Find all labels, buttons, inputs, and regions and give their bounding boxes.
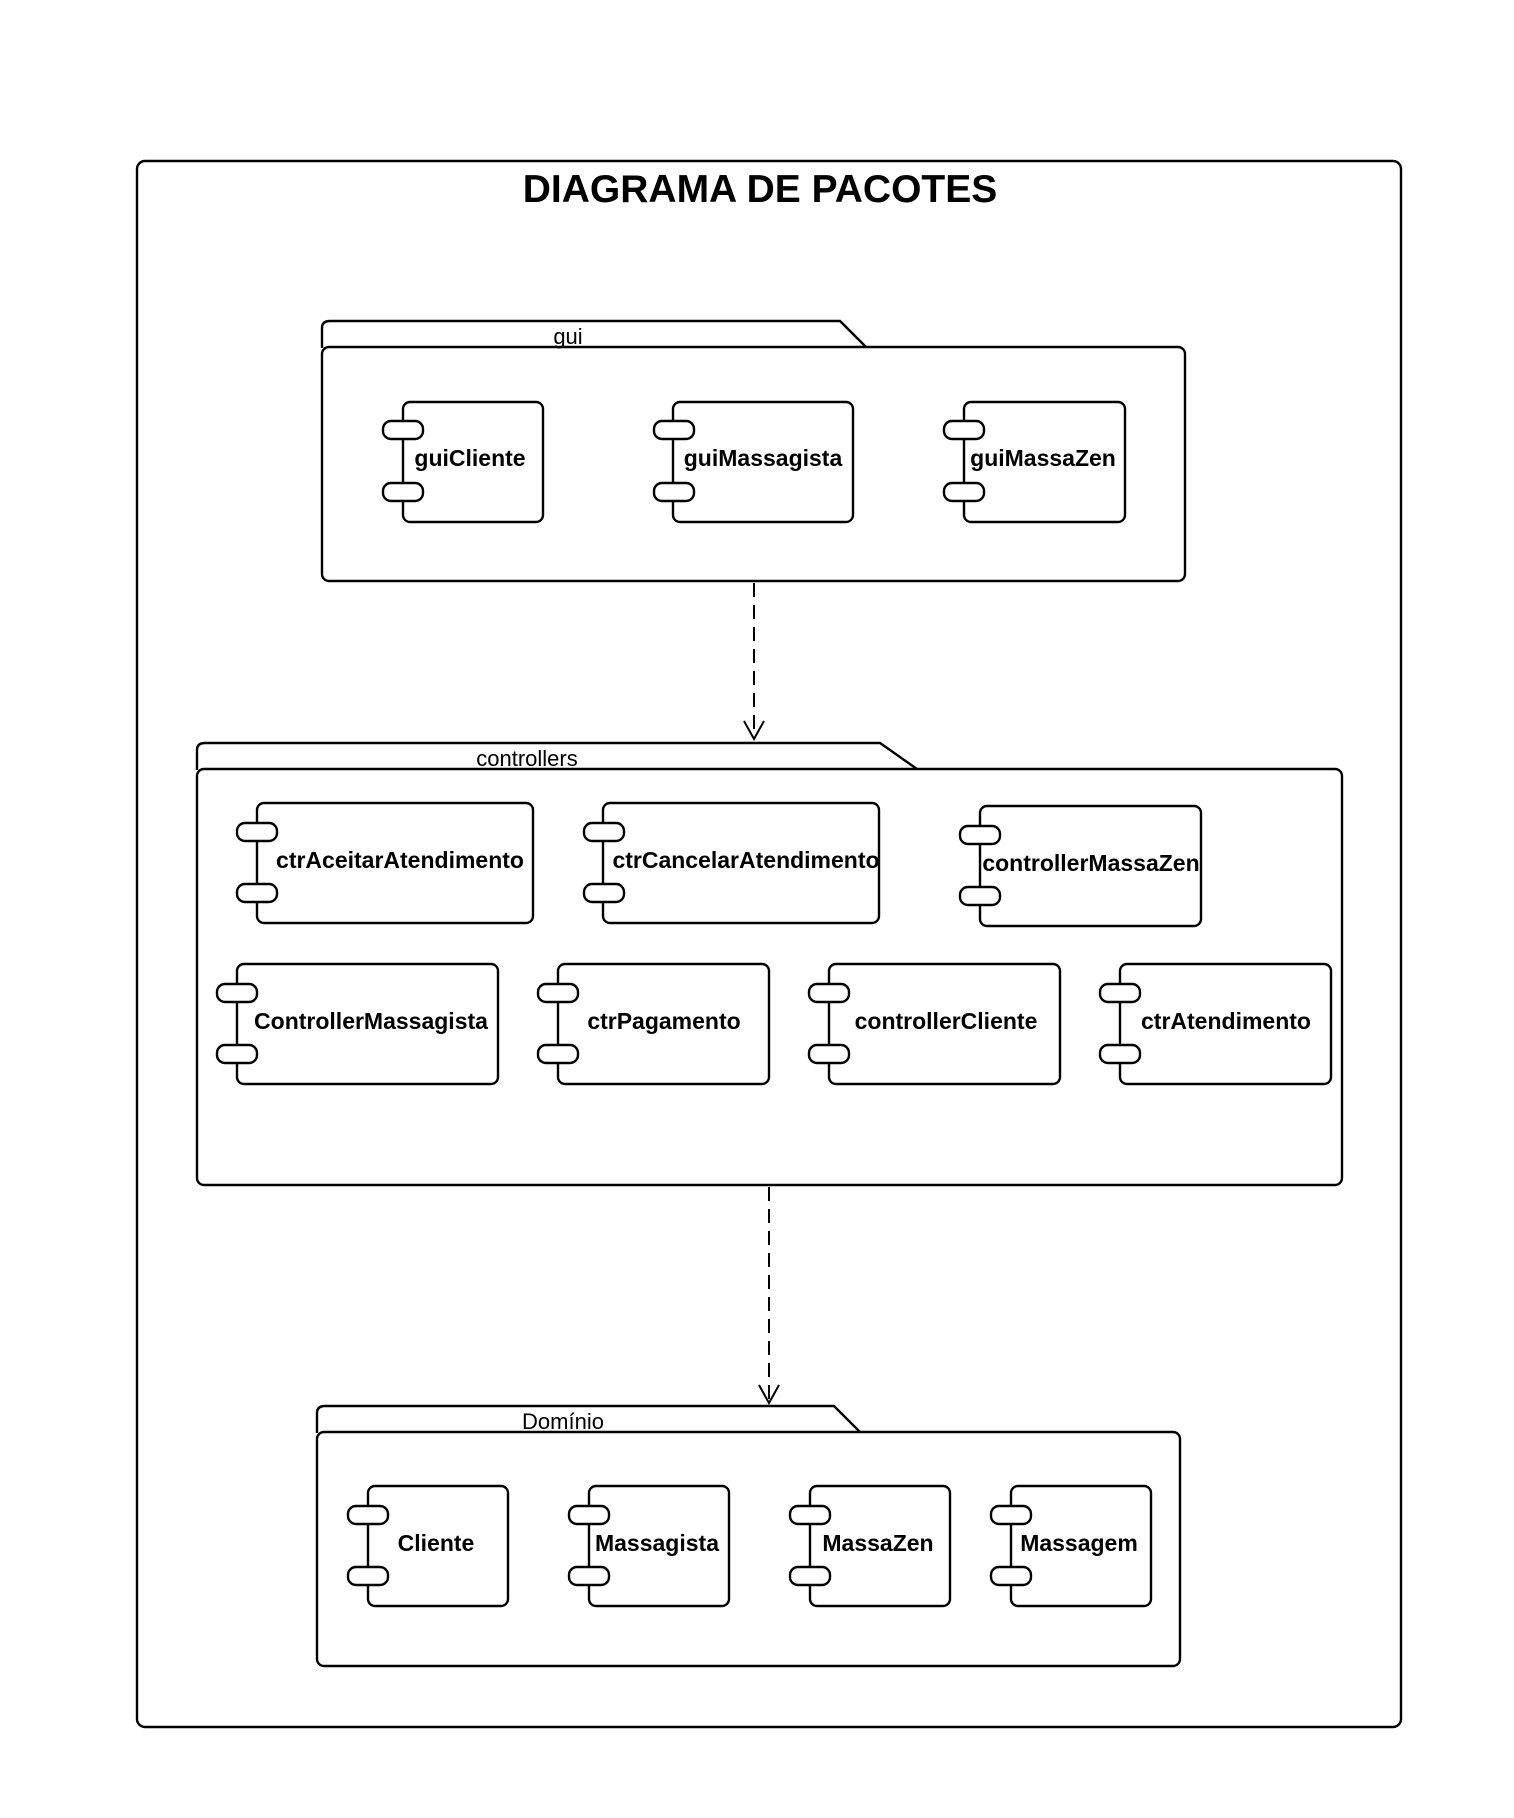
component-ctrAceitarAtendimento[interactable]: ctrAceitarAtendimento — [235, 801, 535, 925]
component-label: Massagem — [1020, 1530, 1138, 1556]
component-label: MassaZen — [822, 1530, 933, 1556]
component-port-icon — [536, 1043, 580, 1065]
package-controllers-tab — [195, 741, 918, 770]
component-port-icon — [346, 1504, 390, 1526]
component-port-icon — [1098, 982, 1142, 1004]
component-port-icon — [567, 1504, 611, 1526]
component-label: Massagista — [595, 1530, 719, 1556]
diagram-title: DIAGRAMA DE PACOTES — [523, 168, 998, 211]
component-Massagista[interactable]: Massagista — [567, 1484, 731, 1608]
component-label: ctrAtendimento — [1141, 1008, 1311, 1034]
component-guiMassaZen[interactable]: guiMassaZen — [942, 400, 1127, 524]
component-label: guiMassagista — [684, 445, 843, 471]
component-port-icon — [235, 882, 279, 904]
component-port-icon — [215, 1043, 259, 1065]
dependency-arrow-gui-controllers — [743, 583, 765, 742]
component-label: ctrAceitarAtendimento — [276, 847, 524, 873]
component-port-icon — [958, 824, 1002, 846]
component-port-icon — [381, 419, 425, 441]
component-port-icon — [567, 1565, 611, 1587]
dependency-arrow-controllers-dominio — [758, 1187, 780, 1406]
package-controllers-label: controllers — [476, 746, 577, 771]
component-label: guiCliente — [414, 445, 525, 471]
package-dominio-body — [315, 1430, 1182, 1668]
component-controllerCliente[interactable]: controllerCliente — [807, 962, 1062, 1086]
component-port-icon — [788, 1565, 832, 1587]
component-port-icon — [989, 1504, 1033, 1526]
component-ControllerMassagista[interactable]: ControllerMassagista — [215, 962, 500, 1086]
component-port-icon — [381, 481, 425, 503]
component-port-icon — [235, 821, 279, 843]
component-port-icon — [807, 982, 851, 1004]
component-port-icon — [942, 481, 986, 503]
component-label: controllerCliente — [855, 1008, 1038, 1034]
package-controllers[interactable]: controllers ctrAceitarAtendimento ctrCan… — [195, 741, 1344, 1187]
component-guiMassagista[interactable]: guiMassagista — [652, 400, 855, 524]
component-label: ctrCancelarAtendimento — [612, 847, 879, 873]
component-port-icon — [958, 885, 1002, 907]
component-ctrPagamento[interactable]: ctrPagamento — [536, 962, 771, 1086]
component-ctrCancelarAtendimento[interactable]: ctrCancelarAtendimento — [582, 801, 881, 925]
component-label: ControllerMassagista — [254, 1008, 488, 1034]
component-port-icon — [346, 1565, 390, 1587]
package-gui[interactable]: gui guiCliente guiMassagista guiMassaZen — [320, 319, 1187, 583]
component-port-icon — [788, 1504, 832, 1526]
component-port-icon — [989, 1565, 1033, 1587]
component-port-icon — [582, 882, 626, 904]
component-label: ctrPagamento — [587, 1008, 740, 1034]
component-port-icon — [582, 821, 626, 843]
component-port-icon — [215, 982, 259, 1004]
component-port-icon — [807, 1043, 851, 1065]
package-dominio-label: Domínio — [522, 1409, 604, 1434]
package-gui-label: gui — [553, 324, 582, 349]
package-dominio-tab — [315, 1404, 861, 1433]
component-label: Cliente — [398, 1530, 475, 1556]
package-dominio[interactable]: Domínio Cliente Massagista MassaZen Mass… — [315, 1404, 1182, 1668]
component-Massagem[interactable]: Massagem — [989, 1484, 1153, 1608]
component-port-icon — [1098, 1043, 1142, 1065]
component-ctrAtendimento[interactable]: ctrAtendimento — [1098, 962, 1333, 1086]
component-port-icon — [652, 481, 696, 503]
component-controllerMassaZen[interactable]: controllerMassaZen — [958, 804, 1203, 928]
component-port-icon — [942, 419, 986, 441]
package-gui-tab — [320, 319, 867, 348]
component-guiCliente[interactable]: guiCliente — [381, 400, 545, 524]
component-label: guiMassaZen — [970, 445, 1116, 471]
component-label: controllerMassaZen — [982, 850, 1199, 876]
component-port-icon — [652, 419, 696, 441]
component-port-icon — [536, 982, 580, 1004]
component-Cliente[interactable]: Cliente — [346, 1484, 510, 1608]
component-MassaZen[interactable]: MassaZen — [788, 1484, 952, 1608]
